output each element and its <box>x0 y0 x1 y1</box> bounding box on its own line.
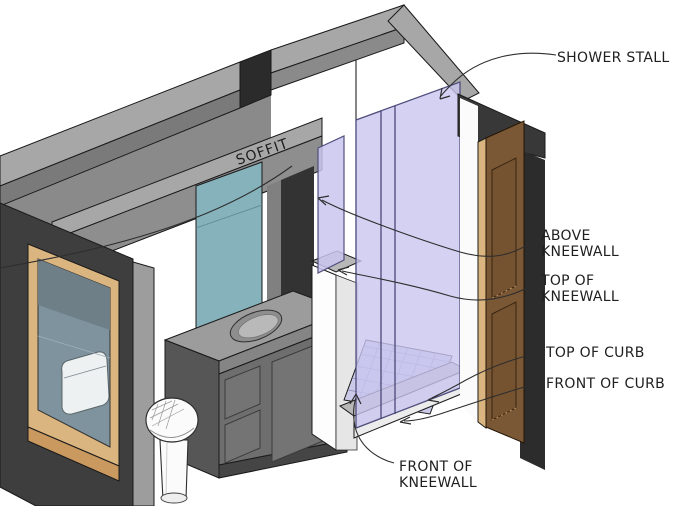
toilet-pedestal-shade <box>165 441 168 499</box>
door-panel-upper <box>491 157 517 299</box>
cap-band-upper-inner <box>270 26 405 91</box>
vanity-drawer-top <box>224 365 261 420</box>
label-front-of-curb: FRONT OF CURB <box>546 376 665 392</box>
toilet-tank-arc <box>149 427 195 438</box>
label-top-of-kneewall-line1: TOP OF <box>540 273 594 289</box>
label-above-kneewall-line1: ABOVE <box>541 228 591 244</box>
arrow-front-of-kneewall <box>349 393 362 405</box>
arrow-front-of-curb <box>399 416 412 425</box>
leader-front-of-kneewall <box>353 397 395 464</box>
label-top-of-curb: TOP OF CURB <box>545 345 645 361</box>
arrow-shower-stall <box>439 87 451 100</box>
toilet-tank <box>145 397 199 443</box>
door-frame-jamb <box>477 137 487 429</box>
door-panel-lower <box>491 301 517 421</box>
mirror-reflection-line <box>195 204 263 229</box>
toilet-hatch-texture <box>149 399 185 430</box>
toilet <box>145 397 199 504</box>
leader-top-of-curb <box>431 351 543 399</box>
leader-top-of-kneewall <box>341 270 539 301</box>
window-glass-upper-shade <box>38 259 110 330</box>
sink <box>229 309 283 343</box>
leader-extension-line <box>0 165 293 269</box>
door-side-wall <box>460 98 478 424</box>
leader-shower-stall <box>440 52 557 97</box>
arrow-top-of-kneewall <box>337 266 350 276</box>
arrow-above-kneewall <box>317 195 330 206</box>
leader-front-of-curb <box>403 381 543 422</box>
label-shower-stall: SHOWER STALL <box>557 50 669 66</box>
window-sill <box>27 426 120 482</box>
window-reflection-line <box>37 335 111 359</box>
wall-corner-post <box>132 261 155 506</box>
label-front-of-kneewall-line1: FRONT OF <box>399 459 473 475</box>
callout-leaders <box>0 52 557 464</box>
label-front-of-kneewall-line2: KNEEWALL <box>399 475 477 491</box>
vanity-drawer-bottom <box>224 409 261 464</box>
cap-notch-face <box>239 49 272 109</box>
label-top-of-kneewall-line2: KNEEWALL <box>541 289 619 305</box>
kneewall-front-face <box>311 264 337 451</box>
toilet-base <box>160 492 188 504</box>
glass-door-panels <box>355 81 461 429</box>
toilet-lid-line <box>63 365 107 379</box>
toilet-seen-through-window <box>61 351 110 415</box>
right-wall-strip <box>520 150 545 470</box>
wall-top-cut-caps <box>0 4 480 207</box>
arrow-top-of-curb <box>427 394 440 403</box>
leader-above-kneewall <box>321 199 540 257</box>
label-above-kneewall-line2: KNEEWALL <box>541 244 619 260</box>
callout-labels: SHOWER STALL ABOVE KNEEWALL TOP OF KNEEW… <box>399 50 669 491</box>
left-wall <box>0 202 155 506</box>
right-wall <box>457 93 546 470</box>
toilet-pedestal <box>159 439 189 501</box>
